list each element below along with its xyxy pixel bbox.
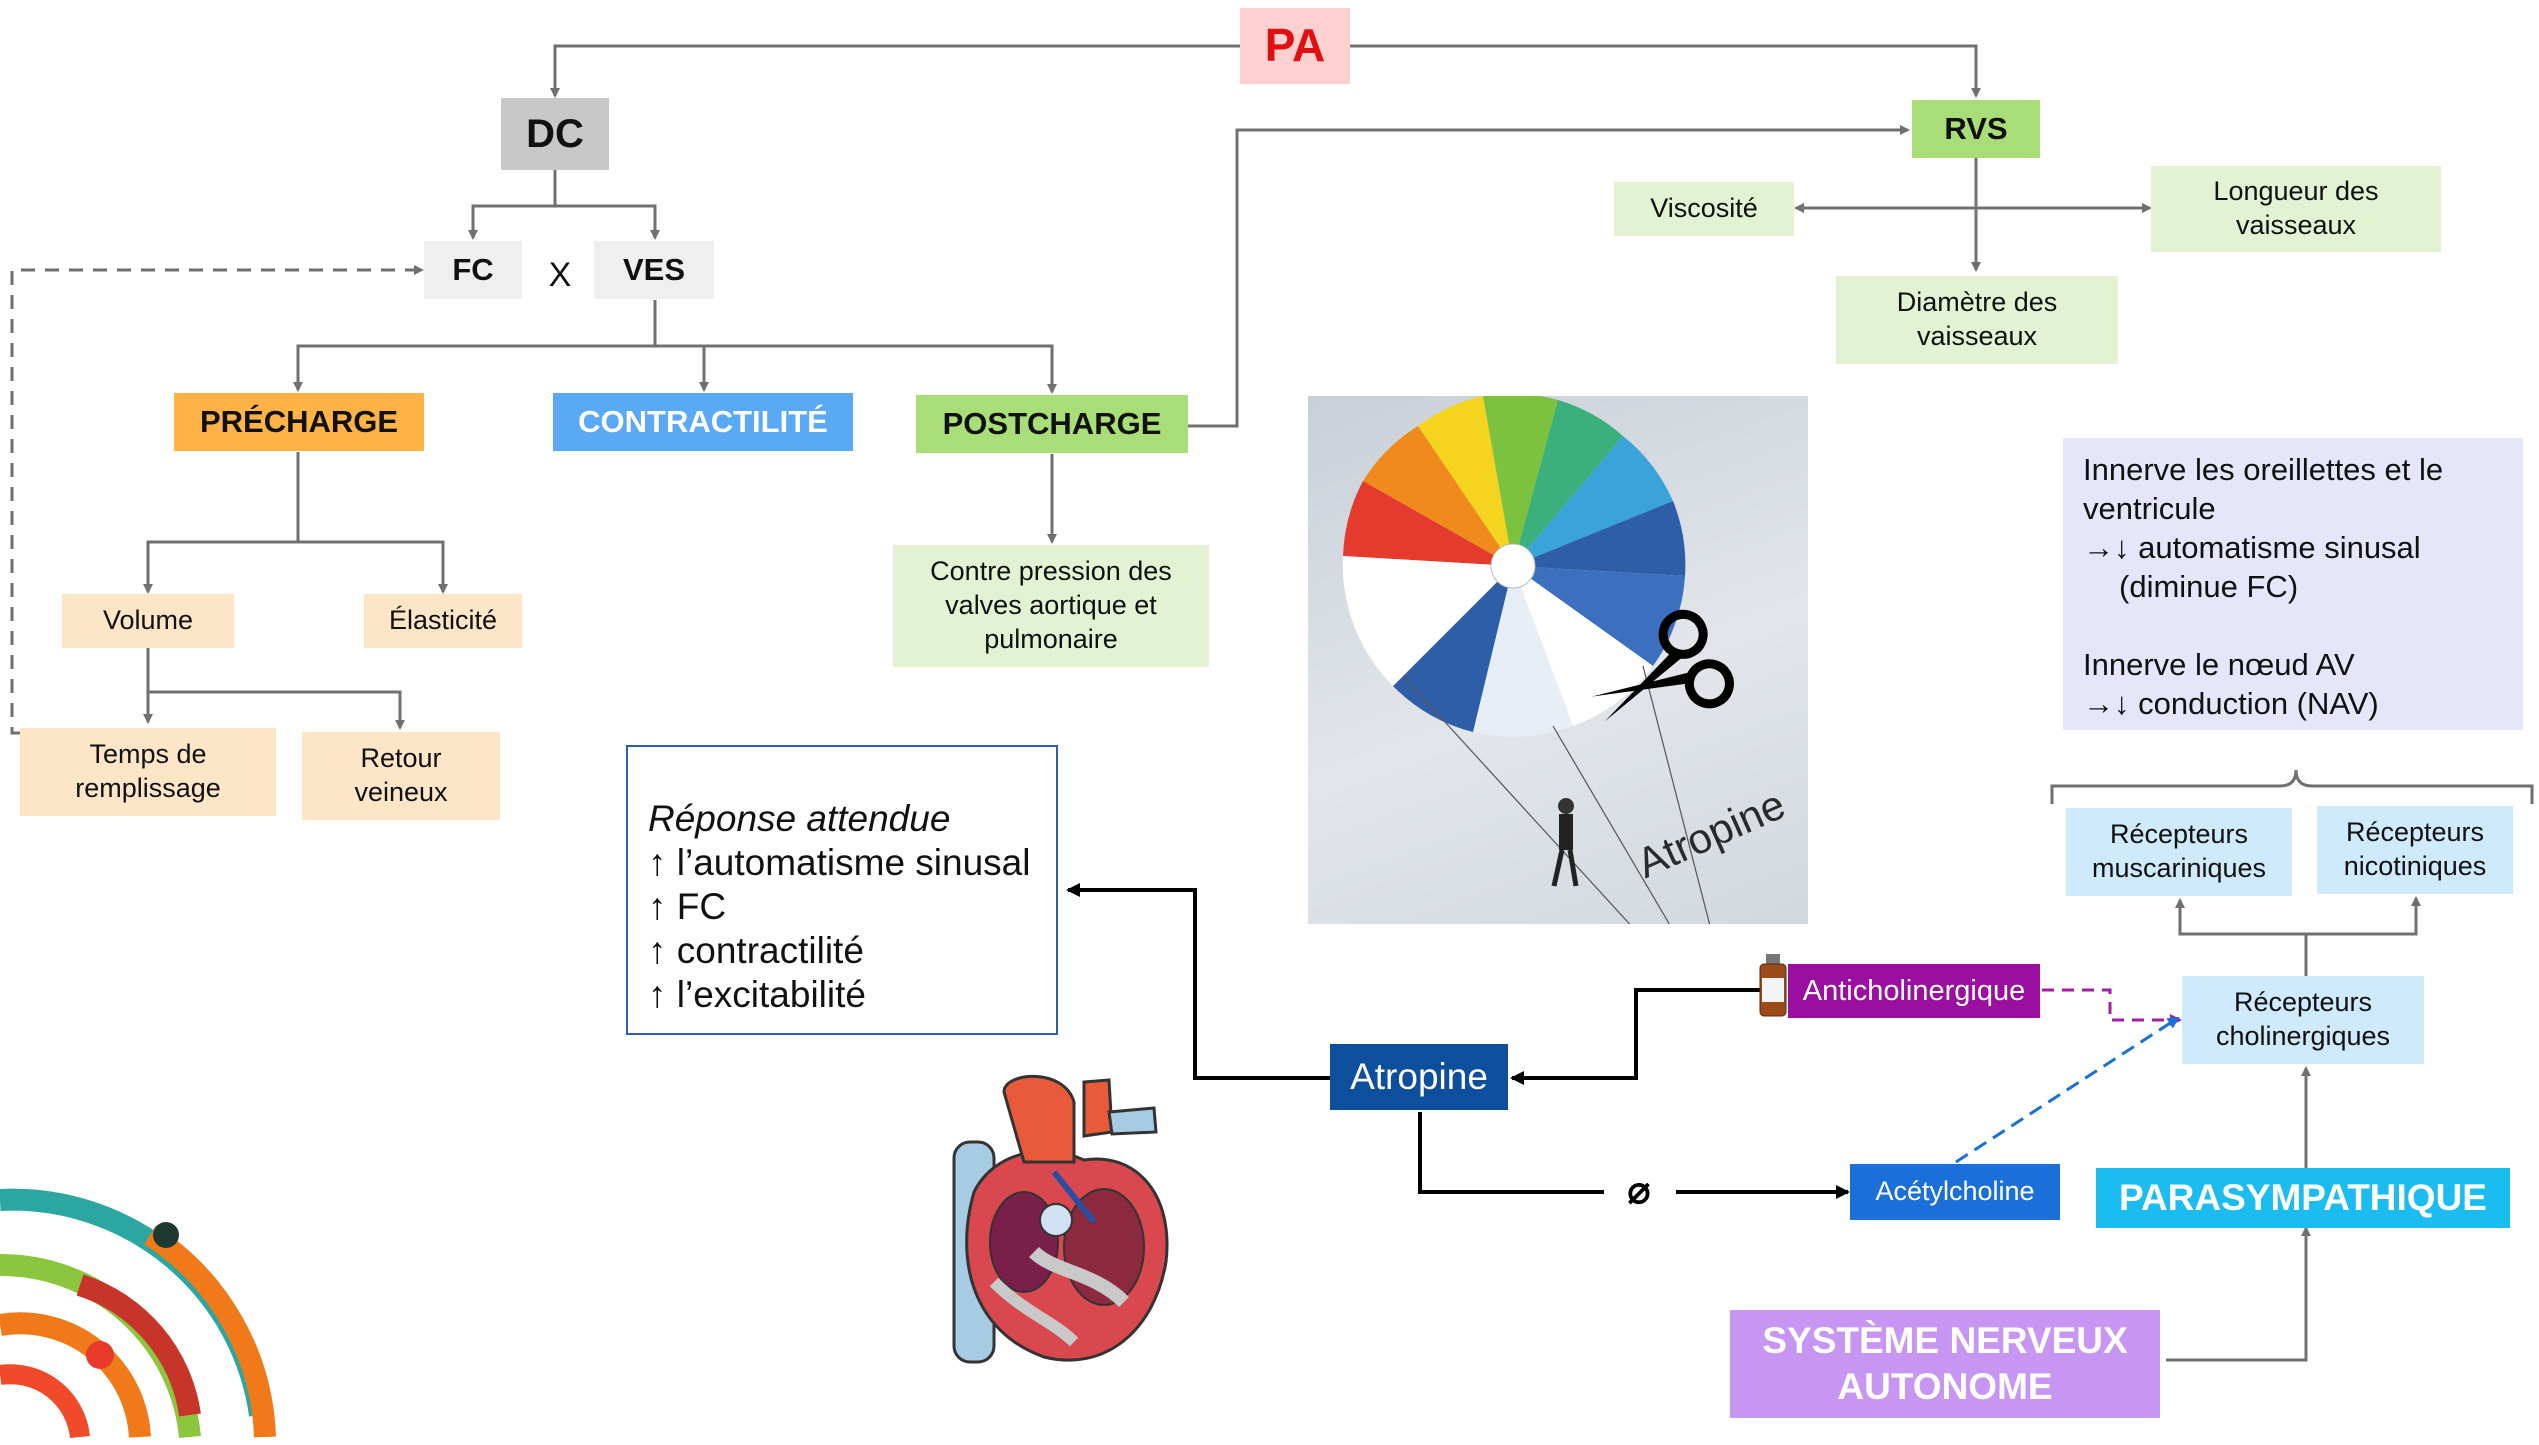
innervation-box: Innerve les oreillettes et le ventricule…: [2063, 438, 2523, 730]
contre-pression-box: Contre pression des valves aortique et p…: [893, 545, 1209, 667]
medicine-vial-icon: [1758, 954, 1788, 1018]
retour-veineux-box: Retour veineux: [302, 732, 500, 820]
temps-remplissage-box: Temps de remplissage: [20, 728, 276, 816]
response-line: ↑ l’automatisme sinusal: [648, 842, 1031, 883]
pa-box: PA: [1240, 8, 1350, 84]
anticholinergique-box: Anticholinergique: [1788, 964, 2040, 1018]
recepteurs-cholinergiques-box: Récepteurs cholinergiques: [2182, 976, 2424, 1064]
contractilite-box: CONTRACTILITÉ: [553, 393, 853, 451]
dc-box: DC: [501, 98, 609, 170]
fc-box: FC: [424, 241, 522, 299]
response-box: Réponse attendue ↑ l’automatisme sinusal…: [626, 745, 1058, 1035]
precharge-box: PRÉCHARGE: [174, 393, 424, 451]
postcharge-box: POSTCHARGE: [916, 395, 1188, 453]
atropine-box: Atropine: [1330, 1044, 1508, 1110]
rvs-box: RVS: [1912, 100, 2040, 158]
innerve-line: ventricule: [2083, 491, 2216, 526]
blocked-icon: ⌀: [1627, 1170, 1651, 1213]
skydiver-figure: [1551, 798, 1579, 887]
innerve-line: →↓ automatisme sinusal: [2083, 530, 2421, 565]
viscosite-box: Viscosité: [1614, 182, 1794, 236]
response-line: ↑ l’excitabilité: [648, 974, 866, 1015]
systeme-nerveux-box: SYSTÈME NERVEUX AUTONOME: [1730, 1310, 2160, 1418]
parachute-photo: Atropine: [1308, 393, 1808, 1047]
diametre-box: Diamètre des vaisseaux: [1836, 276, 2118, 364]
acetylcholine-box: Acétylcholine: [1850, 1164, 2060, 1220]
logo-arcs: [0, 1175, 290, 1440]
response-title: Réponse attendue: [648, 798, 951, 839]
ves-box: VES: [594, 241, 714, 299]
heart-illustration: [934, 1072, 1184, 1368]
innerve-line: →↓ conduction (NAV): [2083, 686, 2379, 721]
recepteurs-muscariniques-box: Récepteurs muscariniques: [2066, 808, 2292, 896]
parasympathique-box: PARASYMPATHIQUE: [2096, 1168, 2510, 1228]
response-line: ↑ contractilité: [648, 930, 864, 971]
longueur-box: Longueur des vaisseaux: [2151, 166, 2441, 252]
scissors-icon: [1591, 609, 1734, 722]
elasticite-box: Élasticité: [364, 594, 522, 648]
innerve-line: (diminue FC): [2119, 569, 2299, 604]
parachute-icon: [1342, 393, 1742, 1047]
recepteurs-nicotiniques-box: Récepteurs nicotiniques: [2317, 806, 2513, 894]
multiply-sign: X: [548, 255, 572, 294]
innerve-line: Innerve le nœud AV: [2083, 647, 2355, 682]
response-line: ↑ FC: [648, 886, 727, 927]
volume-box: Volume: [62, 594, 234, 648]
innerve-line: Innerve les oreillettes et le: [2083, 452, 2444, 487]
